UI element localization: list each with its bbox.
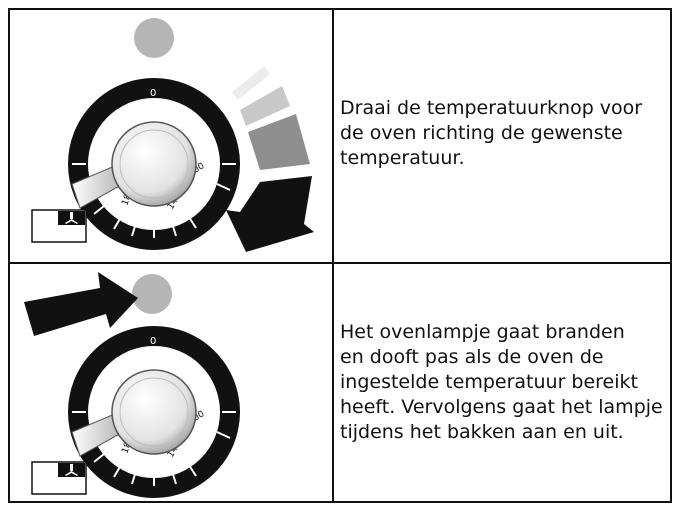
step1-illustration: 0 180 140 100 (31, 18, 314, 252)
fan-mode-box (31, 209, 87, 243)
step2-line: ingestelde temperatuur bereikt (340, 371, 638, 393)
step1-line: de oven richting de gewenste (340, 122, 623, 144)
dial-label-0: 0 (150, 336, 156, 347)
temperature-knob (111, 369, 197, 455)
arrow-icon (226, 66, 314, 252)
oven-lamp-icon (134, 18, 174, 58)
step1-instruction: Draai de temperatuurknop voor de oven ri… (340, 96, 670, 171)
fan-icon (65, 464, 78, 476)
step1-line: temperatuur. (340, 147, 465, 169)
instruction-table (8, 8, 672, 503)
column-divider (332, 10, 334, 501)
oven-lamp-icon (132, 274, 172, 314)
fan-icon (65, 212, 78, 224)
step2-instruction: Het ovenlampje gaat branden en dooft pas… (340, 320, 670, 445)
step2-line: heeft. Vervolgens gaat het lampje (340, 396, 663, 418)
step2-line: tijdens het bakken aan en uit. (340, 421, 624, 443)
step2-line: en dooft pas als de oven de (340, 346, 604, 368)
step1-line: Draai de temperatuurknop voor (340, 97, 643, 119)
step2-line: Het ovenlampje gaat branden (340, 321, 625, 343)
dial-label-0: 0 (150, 88, 156, 99)
fan-mode-box (31, 461, 87, 495)
step2-illustration: 0 180 140 100 (24, 272, 240, 498)
arrow-icon (24, 272, 138, 336)
row-divider (10, 262, 670, 264)
temperature-knob (111, 121, 197, 207)
